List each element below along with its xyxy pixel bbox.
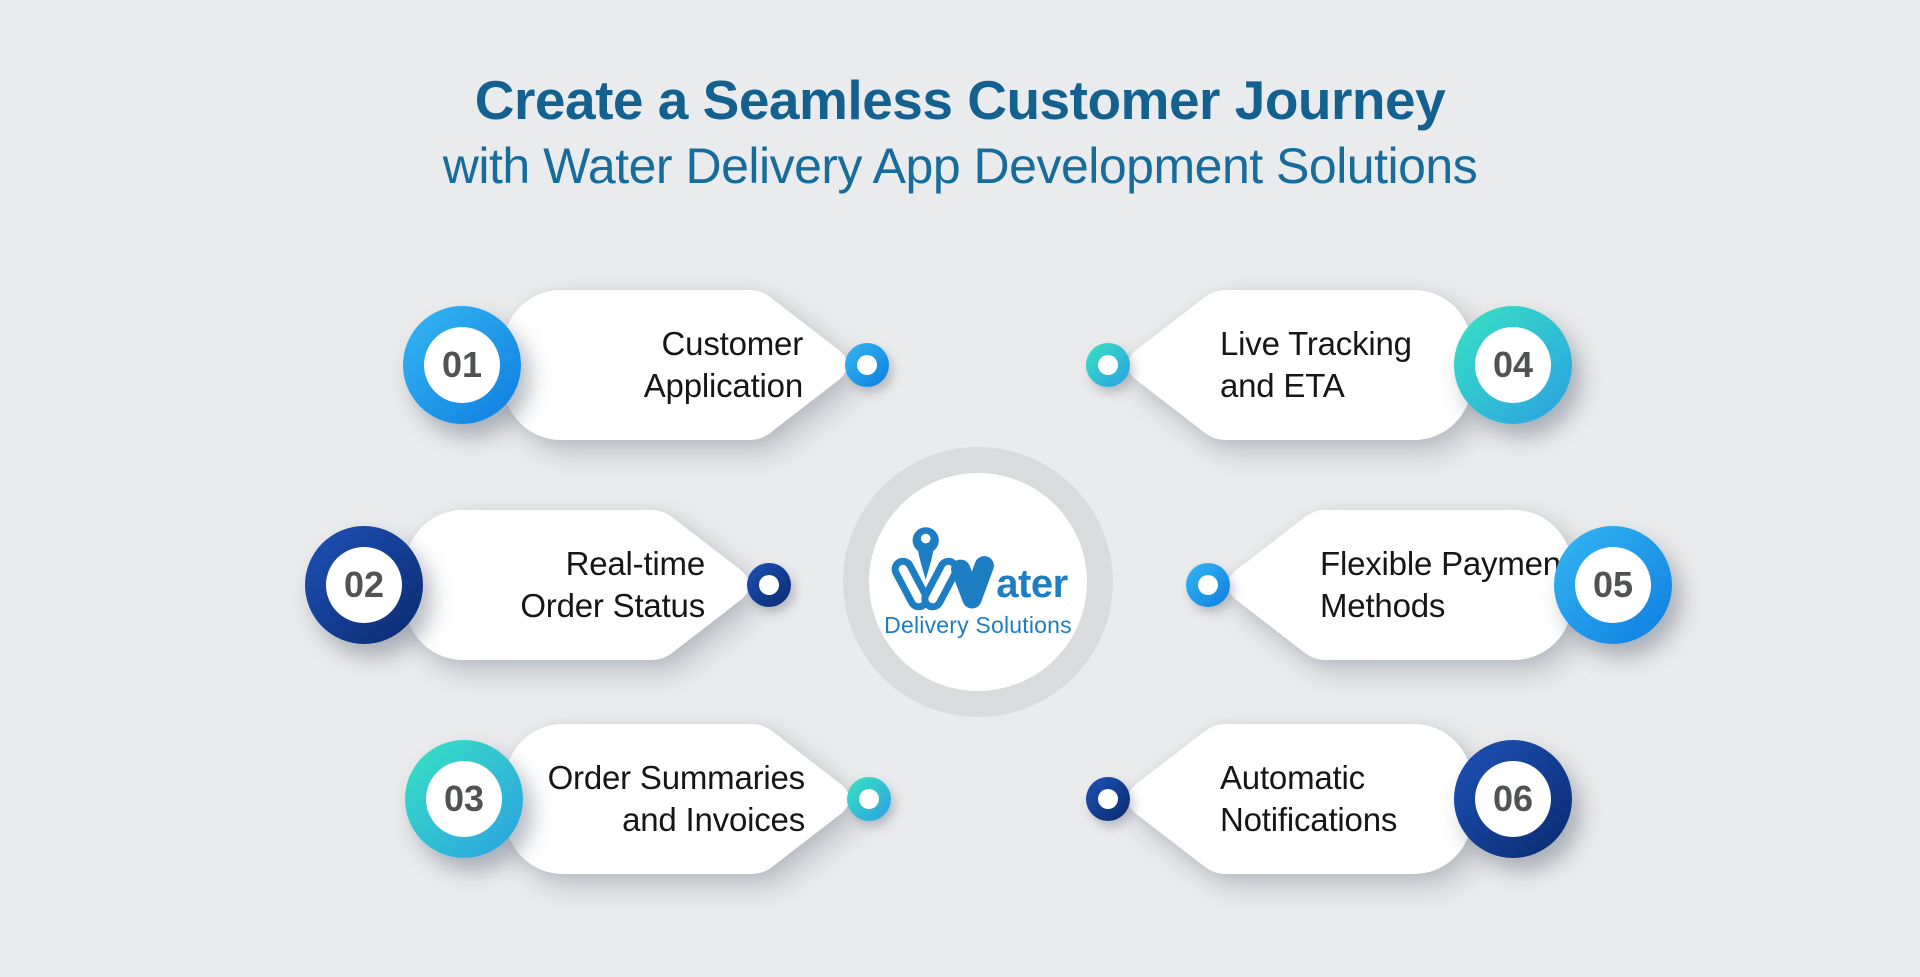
connector-dot [845,343,889,387]
feature-label-line2: Notifications [1220,801,1398,838]
connector-dot [1086,777,1130,821]
feature-number-badge: 05 [1554,526,1672,644]
feature-label-line2: Application [643,367,803,404]
card-tag-shape [405,510,750,660]
feature-number-inner: 04 [1475,327,1551,403]
feature-number: 01 [441,344,483,385]
feature-number-inner: 01 [424,327,500,403]
card-tag-shape [505,724,850,874]
card-tag-shape [1127,724,1472,874]
connector-dot-hole [1098,789,1118,809]
feature-number-badge: 04 [1454,306,1572,424]
feature-number-badge: 03 [405,740,523,858]
feature-number-inner: 05 [1575,547,1651,623]
feature-label-line1: Order Summaries [547,758,806,796]
feature-label: Order Summaries and Invoices [505,724,806,874]
feature-label-line1: Real-time [565,544,706,582]
feature-number: 06 [1492,778,1534,819]
feature-number: 02 [343,564,385,605]
feature-card-live-tracking: Live Tracking and ETA 04 [1086,290,1572,440]
water-logo: ater [882,525,1068,611]
connector-dot [747,563,791,607]
feature-card-order-summaries: Order Summaries and Invoices 03 [405,724,891,874]
feature-number-inner: 03 [426,761,502,837]
feature-card-realtime-order-status: Real-time Order Status 02 [305,510,791,660]
feature-card-flexible-payment: Flexible Payment Methods 05 [1186,510,1672,660]
feature-label-line2: Methods [1320,587,1446,624]
feature-label-line2: and Invoices [622,801,805,838]
connector-dot-hole [857,355,877,375]
feature-number-inner: 02 [326,547,402,623]
card-tag-shape [1227,510,1572,660]
feature-number-badge: 06 [1454,740,1572,858]
feature-label: Automatic Notifications [1220,724,1480,874]
connector-dot [1086,343,1130,387]
logo-wordmark-text: ater [996,562,1068,606]
feature-number-badge: 02 [305,526,423,644]
feature-label: Live Tracking and ETA [1220,290,1480,440]
page-title: Create a Seamless Customer Journey with … [0,66,1920,197]
connector-dot-hole [1198,575,1218,595]
center-logo-ring: ater Delivery Solutions [843,447,1113,717]
card-tag-shape [1127,290,1472,440]
feature-number-badge: 01 [403,306,521,424]
feature-card-automatic-notifications: Automatic Notifications 06 [1086,724,1572,874]
feature-number-inner: 06 [1475,761,1551,837]
connector-dot [847,777,891,821]
connector-dot-hole [759,575,779,595]
feature-number: 05 [1592,564,1634,605]
feature-number: 04 [1492,344,1534,385]
feature-label: Real-time Order Status [405,510,705,660]
connector-dot-hole [859,789,879,809]
location-pin-icon [912,527,940,580]
feature-label: Customer Application [503,290,803,440]
feature-number: 03 [443,778,485,819]
connector-dot [1186,563,1230,607]
title-line-1: Create a Seamless Customer Journey [474,69,1446,131]
card-tag-shape [503,290,848,440]
connector-dot-hole [1098,355,1118,375]
feature-label-line2: Order Status [520,587,705,624]
feature-label-line2: and ETA [1220,367,1345,404]
feature-label-line1: Flexible Payment [1320,544,1570,582]
title-line-2: with Water Delivery App Development Solu… [442,137,1478,194]
logo-tagline: Delivery Solutions [884,612,1072,638]
water-logo-mark [891,527,995,611]
feature-card-customer-application: Customer Application 01 [403,290,889,440]
feature-label: Flexible Payment Methods [1320,510,1580,660]
feature-label-line1: Live Tracking [1220,324,1412,362]
feature-label-line1: Customer [661,324,804,362]
feature-label-line1: Automatic [1220,758,1365,796]
center-logo-circle: ater Delivery Solutions [869,473,1087,691]
